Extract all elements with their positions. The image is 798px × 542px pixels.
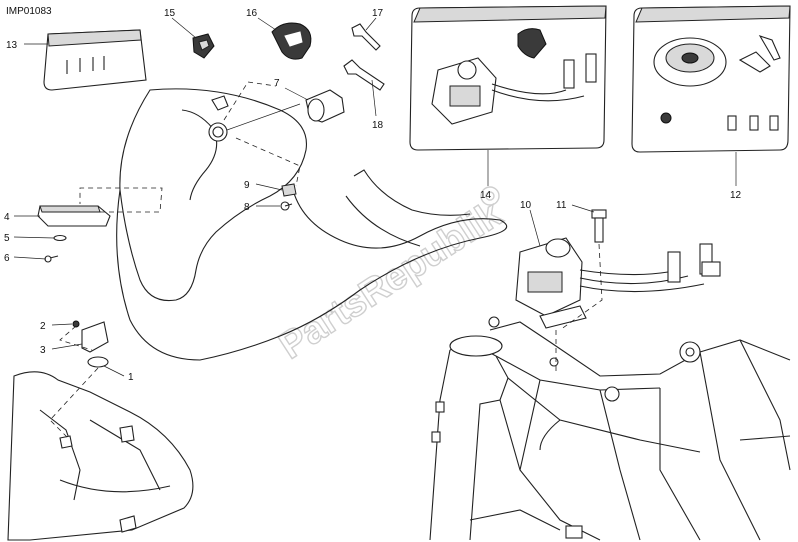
part-13-card[interactable] [43,29,147,91]
part-6-screw[interactable] [44,255,59,263]
part-1-gasket[interactable] [87,356,109,368]
gear-icon [480,186,500,206]
callout-13: 13 [6,40,18,51]
part-9-clip-nut[interactable] [281,183,297,197]
part-12-fuel-cap-kit-box[interactable] [631,5,791,153]
part-16-key-fob[interactable] [271,22,312,60]
leader-lines [13,17,737,377]
callout-15: 15 [164,8,176,19]
part-7-lock-cylinder[interactable] [208,89,345,142]
part-10-ignition-switch[interactable] [515,237,721,329]
callout-18: 18 [372,120,384,131]
tank-cover [116,88,508,361]
front-fairing [7,371,194,541]
part-5-washer[interactable] [53,234,67,242]
callout-7: 7 [274,78,280,89]
callout-3: 3 [40,345,46,356]
callout-5: 5 [4,233,10,244]
callout-14: 14 [480,190,492,201]
part-4-bracket[interactable] [37,205,111,227]
part-14-ignition-kit-box[interactable] [409,5,607,151]
callout-8: 8 [244,202,250,213]
part-18-key-blade[interactable] [343,59,385,91]
motorcycle-frame [429,316,791,541]
callout-2: 2 [40,321,46,332]
part-11-bolt[interactable] [591,209,607,243]
callout-4: 4 [4,212,10,223]
part-2-screw[interactable] [72,320,80,328]
callout-12: 12 [730,190,742,201]
callout-labels: 13 15 16 17 18 7 9 8 4 5 6 2 3 1 14 12 1… [4,8,742,383]
part-15-key-cover[interactable] [192,33,215,59]
part-3-bracket[interactable] [81,321,109,353]
assembly-lines [49,81,603,441]
callout-17: 17 [372,8,384,19]
diagram-code: IMP01083 [6,6,52,17]
callout-11: 11 [556,200,567,211]
callout-10: 10 [520,200,532,211]
callout-1: 1 [128,372,134,383]
callout-9: 9 [244,180,250,191]
part-17-key[interactable] [351,23,381,51]
callout-6: 6 [4,253,10,264]
part-8-screw[interactable] [280,201,293,211]
callout-16: 16 [246,8,258,19]
